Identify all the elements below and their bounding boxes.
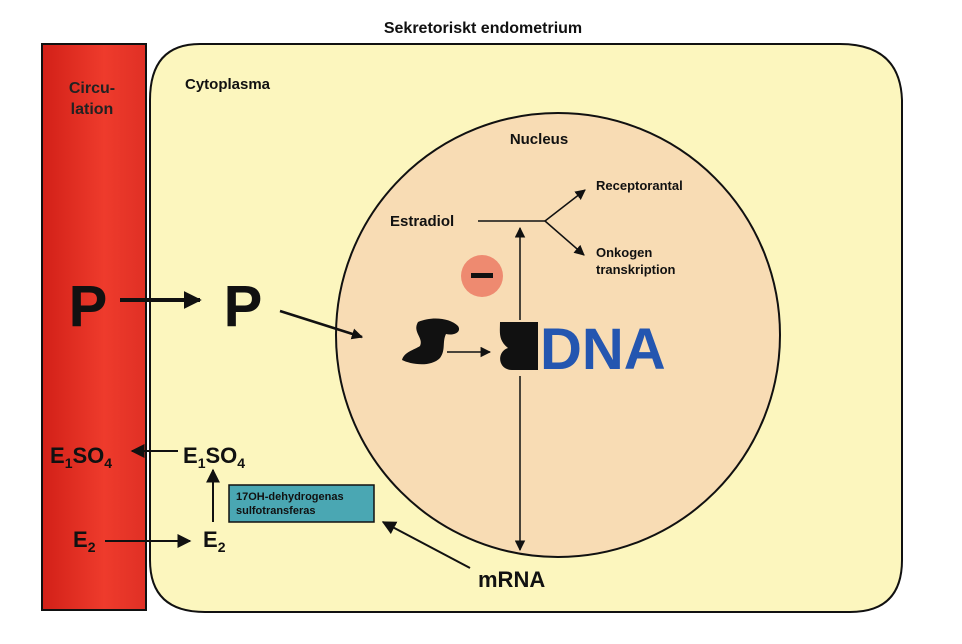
circulation-label-line2: lation <box>71 101 114 118</box>
progesterone-circulation: P <box>69 274 108 339</box>
enzyme-label-line1: 17OH-dehydrogenas <box>236 491 344 503</box>
circulation-label-line1: Circu- <box>69 80 115 97</box>
estradiol-label: Estradiol <box>390 213 454 230</box>
receptor-bound-shape <box>499 322 538 370</box>
inhibition-minus-icon <box>471 273 493 278</box>
e1so4-circulation: E1SO4 <box>50 443 112 471</box>
arrow-to-receptorantal <box>544 189 586 222</box>
enzyme-label-line2: sulfotransferas <box>236 505 315 517</box>
onkogen-label-line1: Onkogen <box>596 245 652 260</box>
e2-cell: E2 <box>203 527 226 555</box>
progesterone-cell: P <box>224 274 263 339</box>
mrna-to-enzyme-arrow <box>381 521 471 569</box>
e2-circulation: E2 <box>73 527 96 555</box>
diagram-title: Sekretoriskt endometrium <box>384 20 582 37</box>
circulation-bar <box>41 43 147 611</box>
e1so4-cell: E1SO4 <box>183 443 245 471</box>
enzyme-box <box>228 484 375 523</box>
mrna-label: mRNA <box>478 567 545 592</box>
cytoplasm-label: Cytoplasma <box>185 76 271 93</box>
arrow-to-onkogen <box>544 220 585 256</box>
receptor-unbound-shape <box>402 318 460 365</box>
nucleus <box>335 112 781 558</box>
onkogen-label-line2: transkription <box>596 262 676 277</box>
dna-label: DNA <box>540 317 666 382</box>
p-to-receptor-arrow <box>279 309 364 340</box>
receptorantal-label: Receptorantal <box>596 178 683 193</box>
nucleus-label: Nucleus <box>510 131 568 148</box>
